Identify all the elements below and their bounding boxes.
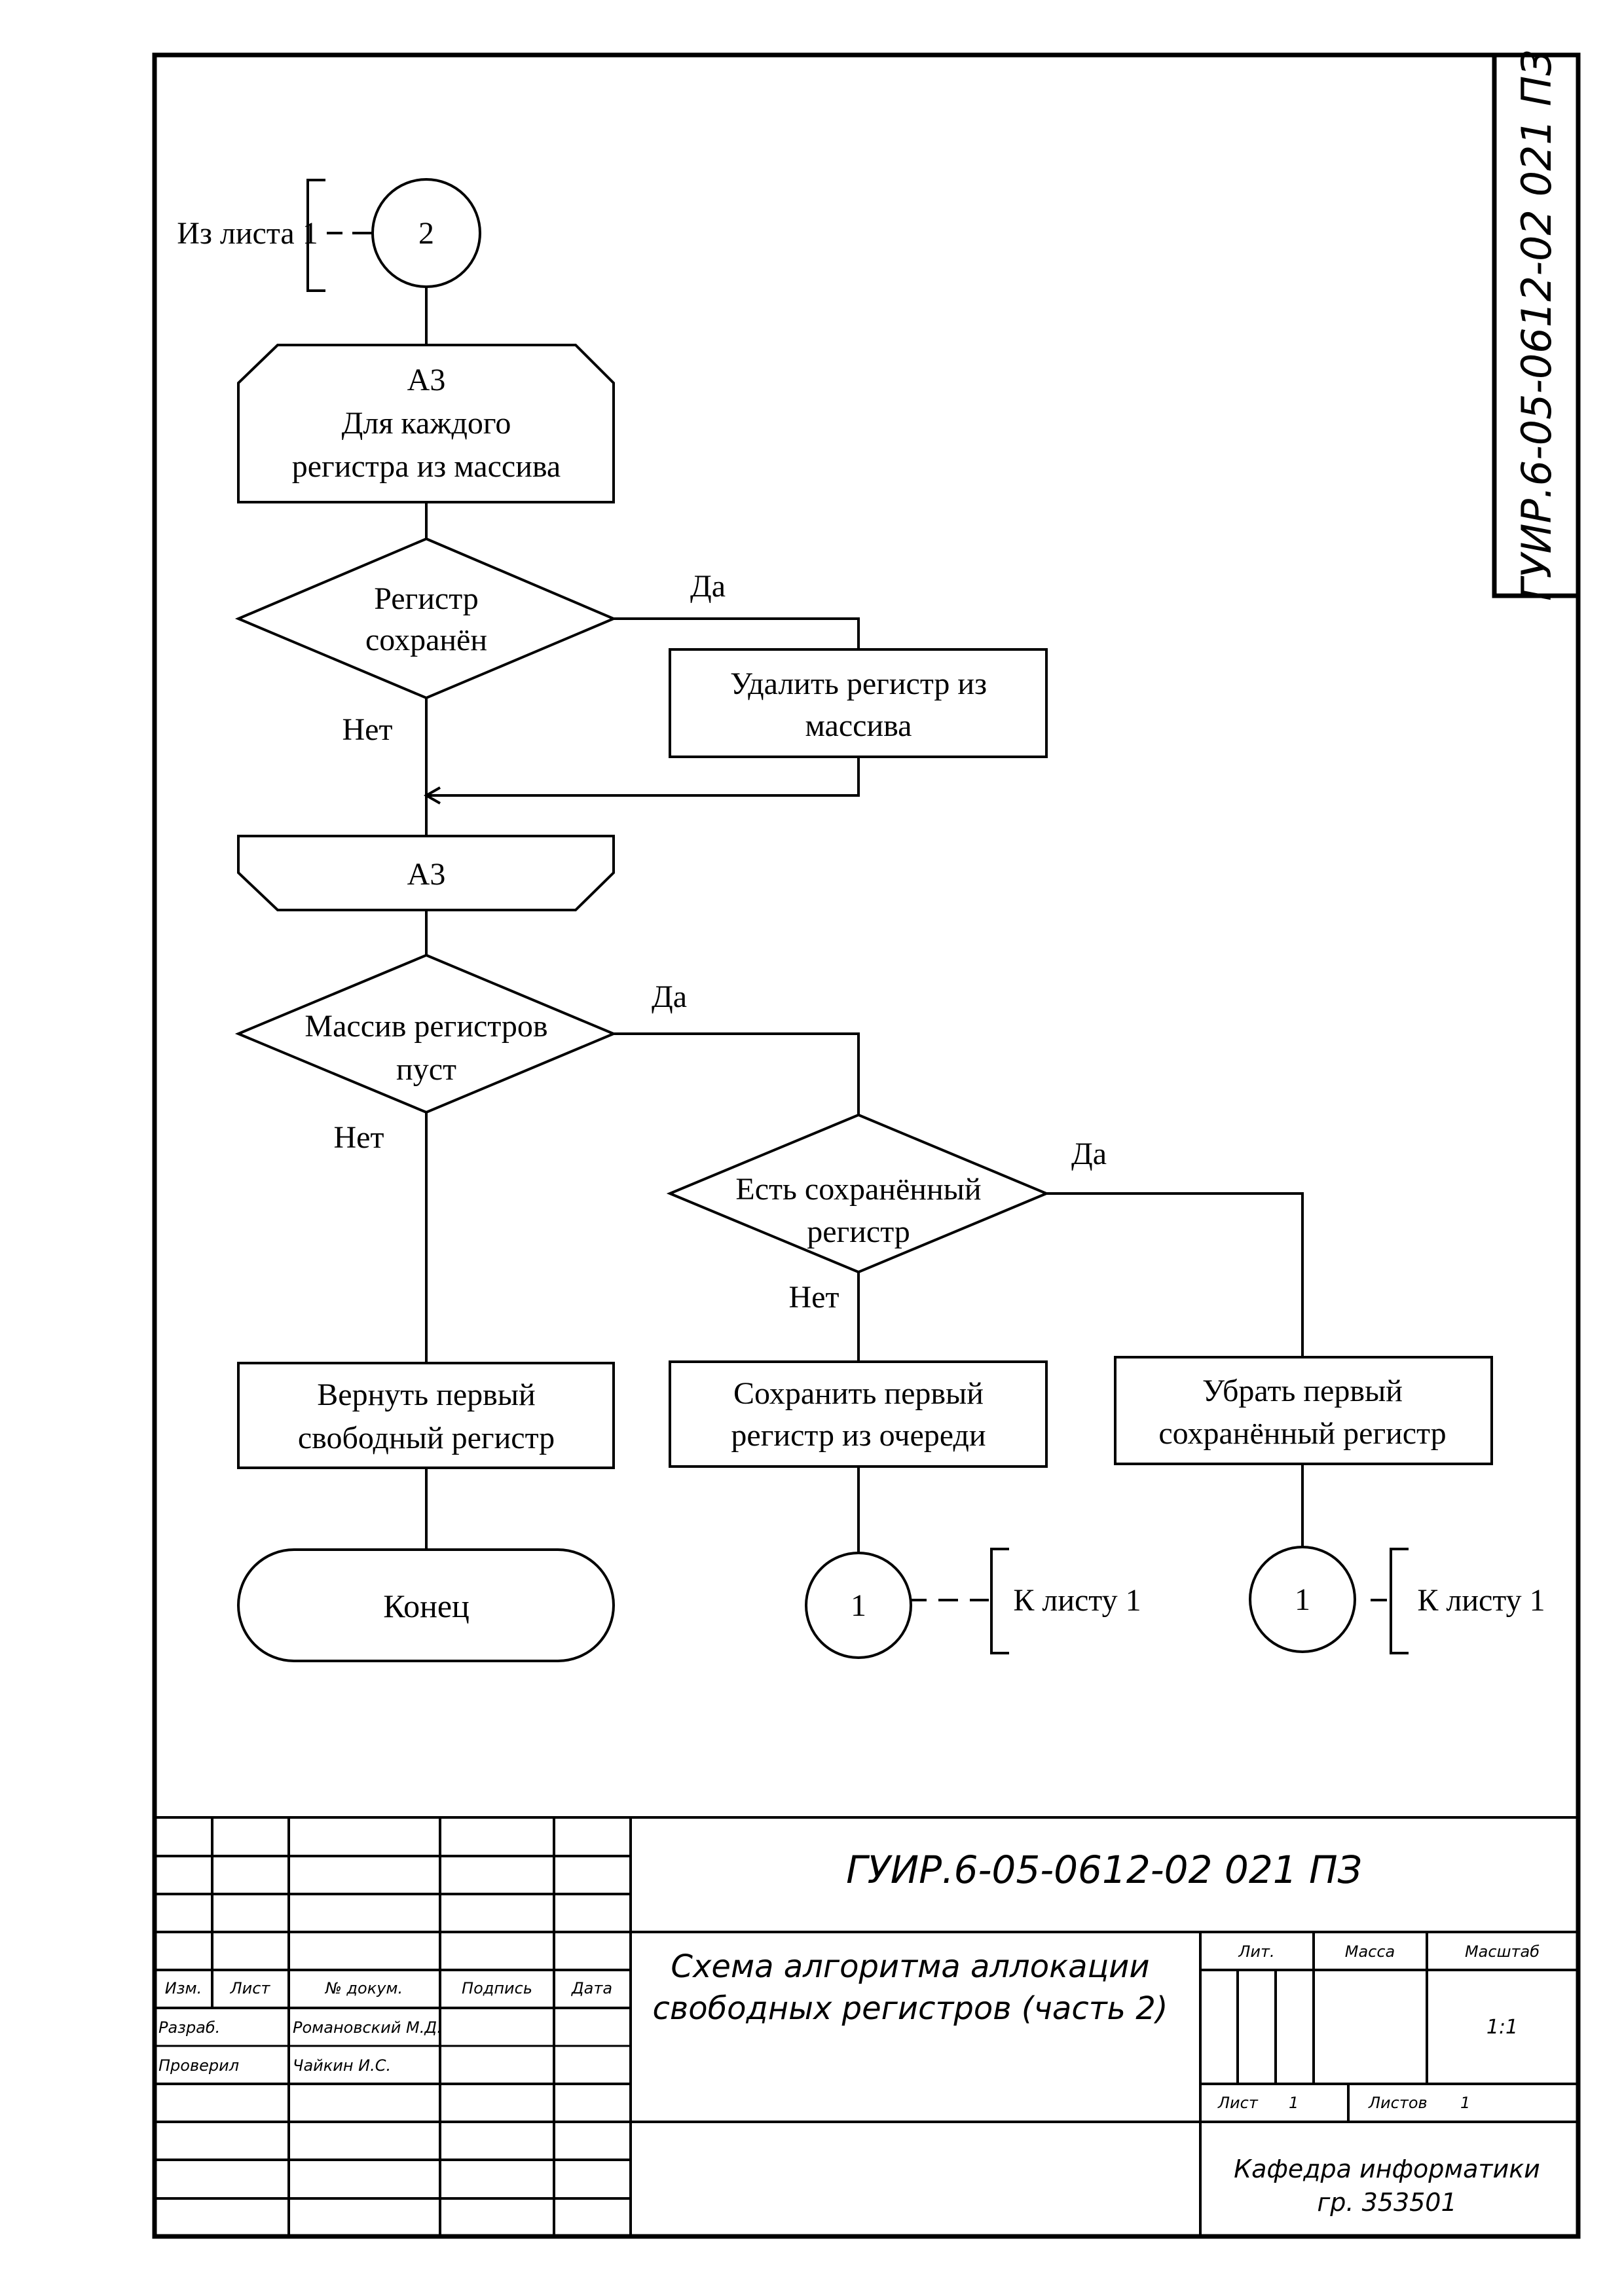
decision-shape [234, 537, 618, 700]
drawing-title-line1: Схема алгоритма аллокации [671, 1948, 1149, 1985]
arrowhead [423, 786, 441, 805]
decision-register-saved: Регистр сохранён Да Нет [234, 537, 860, 747]
annotation-bracket [990, 1548, 1009, 1654]
checked-by: Чайкин И.С. [293, 2056, 391, 2075]
process-text-line1: Удалить регистр из [730, 666, 987, 701]
decision-text-line1: Есть сохранённый [735, 1172, 981, 1207]
yes-label: Да [690, 569, 726, 604]
developed-label: Разраб. [158, 2018, 220, 2037]
scale-value: 1:1 [1486, 2016, 1518, 2039]
return-line [426, 757, 860, 797]
process-save-register: Сохранить первый регистр из очереди [669, 1360, 1048, 1553]
document-code: ГУИР.6-05-0612-02 021 ПЗ [846, 1848, 1362, 1892]
side-stamp: ГУИР.6-05-0612-02 021 ПЗ [1492, 50, 1581, 601]
process-text-line2: сохранённый регистр [1158, 1416, 1446, 1451]
process-return-register: Вернуть первый свободный регистр [237, 1362, 615, 1469]
checked-label: Проверил [158, 2056, 239, 2075]
no-label: Нет [789, 1280, 840, 1315]
terminator-end: Конец [237, 1548, 615, 1662]
yes-branch-line [614, 617, 860, 649]
connector-circle [1249, 1546, 1356, 1653]
connector-number: 1 [851, 1588, 866, 1623]
yes-branch-line [614, 1032, 860, 1115]
decision-text-line1: Регистр [374, 581, 479, 616]
sheets-label: Листов [1368, 2094, 1428, 2112]
loop-text-line2: регистра из массива [292, 449, 561, 484]
connector-number: 1 [1295, 1582, 1310, 1617]
loop-start: А3 Для каждого регистра из массива [237, 344, 615, 503]
process-text-line1: Вернуть первый [317, 1377, 535, 1412]
drawing-title-line2: свободных регистров (часть 2) [653, 1990, 1168, 2027]
side-stamp-code: ГУИР.6-05-0612-02 021 ПЗ [1513, 50, 1560, 601]
decision-array-empty: Массив регистров пуст Да Нет [234, 953, 860, 1155]
process-text-line1: Сохранить первый [733, 1376, 984, 1411]
process-box [237, 1362, 615, 1469]
terminator-shape [237, 1548, 615, 1662]
decision-text-line2: сохранён [365, 623, 487, 657]
loop-end: А3 [237, 835, 615, 911]
organization-line1: Кафедра информатики [1234, 2155, 1540, 2183]
process-unsave-register: Убрать первый сохранённый регистр [1114, 1356, 1493, 1547]
offpage-connector-from: 2 Из листа 1 [177, 178, 481, 292]
loop-text-line1: Для каждого [342, 406, 511, 441]
process-text-line2: регистр из очереди [731, 1418, 986, 1453]
connector-label: К листу 1 [1417, 1583, 1545, 1618]
sheets-value: 1 [1460, 2094, 1470, 2112]
offpage-connector-to-b: 1 К листу 1 [1249, 1546, 1545, 1654]
process-remove-register: Удалить регистр из массива [423, 648, 1048, 805]
yes-branch-line [1046, 1192, 1304, 1357]
yes-label: Да [1071, 1137, 1107, 1171]
annotation-bracket [306, 179, 325, 292]
process-box [1114, 1356, 1493, 1465]
decision-text-line1: Массив регистров [304, 1009, 547, 1044]
loop-end-id: А3 [407, 857, 446, 892]
annotation-bracket [1390, 1548, 1409, 1654]
side-stamp-box [1492, 52, 1581, 598]
header-signature: Подпись [462, 1979, 532, 1997]
process-box [669, 1360, 1048, 1468]
header-izm: Изм. [165, 1979, 202, 1997]
yes-label: Да [652, 979, 687, 1014]
scale-label: Масштаб [1465, 1942, 1540, 1961]
process-text-line2: свободный регистр [298, 1421, 555, 1455]
mass-label: Масса [1345, 1942, 1395, 1961]
offpage-connector-to-a: 1 К листу 1 [805, 1548, 1141, 1659]
no-label: Нет [342, 712, 393, 747]
connector-label: Из листа 1 [177, 216, 318, 251]
sheet-value: 1 [1289, 2094, 1299, 2112]
decision-shape [234, 953, 618, 1114]
lit-label: Лит. [1238, 1942, 1274, 1961]
header-list: Лист [230, 1979, 271, 1997]
connector-number: 2 [418, 216, 434, 251]
header-date: Дата [571, 1979, 612, 1997]
loop-start-shape [237, 344, 615, 503]
organization-line2: гр. 353501 [1317, 2188, 1456, 2217]
decision-text-line2: пуст [396, 1052, 456, 1087]
connector-circle [805, 1552, 912, 1659]
sheet-label: Лист [1217, 2094, 1259, 2112]
developed-by: Романовский М.Д. [293, 2018, 442, 2037]
decision-has-saved: Есть сохранённый регистр Да Нет [666, 1113, 1304, 1362]
no-label: Нет [334, 1120, 384, 1155]
loop-end-shape [237, 835, 615, 911]
connector-label: К листу 1 [1013, 1583, 1141, 1618]
title-block: ГУИР.6-05-0612-02 021 ПЗ Схема алгоритма… [155, 1816, 1578, 2236]
flowchart: 2 Из листа 1 А3 Для каждого регистра из … [177, 178, 1545, 1662]
terminator-text: Конец [383, 1588, 470, 1624]
sheet-frame [152, 52, 1581, 2239]
process-text-line1: Убрать первый [1202, 1374, 1403, 1408]
header-doc-no: № докум. [324, 1979, 403, 1997]
loop-id: А3 [407, 363, 446, 397]
decision-text-line2: регистр [807, 1214, 910, 1249]
process-text-line2: массива [805, 708, 912, 743]
